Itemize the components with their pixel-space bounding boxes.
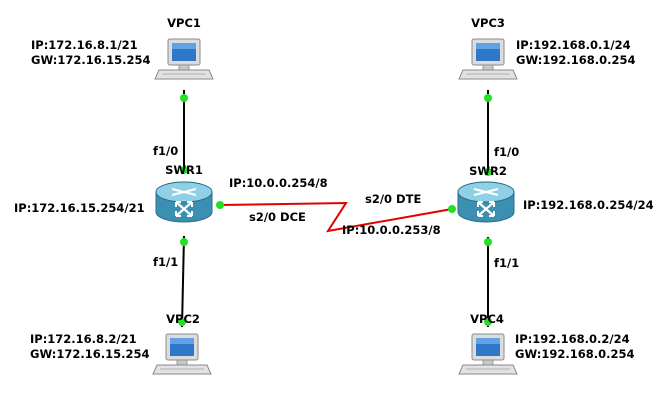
port-dot-swr2-f1-0: [484, 168, 492, 176]
port-dot-swr2-s2-0: [448, 205, 456, 213]
vpc4-ip-label: IP:192.168.0.2/24: [515, 332, 630, 346]
vpc1-name-label: VPC1: [167, 16, 201, 30]
link-swr1-vpc2: [181, 235, 185, 328]
vpc1-gw-label: GW:172.16.15.254: [31, 53, 151, 67]
port-dot-vpc3: [484, 94, 492, 102]
port-dot-swr1-f1-1: [180, 238, 188, 246]
vpc2-name-label: VPC2: [166, 312, 200, 326]
swr2-ip-label: IP:192.168.0.254/24: [523, 198, 654, 212]
vpc2-computer-icon[interactable]: [152, 333, 212, 375]
serial-swr1-port-label: s2/0 DCE: [249, 210, 306, 224]
serial-swr2-ip-label: IP:10.0.0.253/8: [342, 223, 441, 237]
swr1-f1-0-label: f1/0: [153, 144, 178, 158]
port-dot-vpc4: [484, 318, 492, 326]
vpc3-ip-label: IP:192.168.0.1/24: [516, 38, 631, 52]
vpc1-computer-icon[interactable]: [154, 38, 214, 80]
vpc4-name-label: VPC4: [470, 312, 504, 326]
serial-link: [219, 201, 453, 233]
port-dot-swr1-s2-0: [216, 201, 224, 209]
serial-swr2-port-label: s2/0 DTE: [365, 192, 421, 206]
swr1-name-label: SWR1: [165, 163, 203, 177]
vpc4-gw-label: GW:192.168.0.254: [515, 347, 635, 361]
vpc1-ip-label: IP:172.16.8.1/21: [31, 38, 138, 52]
vpc4-computer-icon[interactable]: [458, 333, 518, 375]
serial-swr1-ip-label: IP:10.0.0.254/8: [229, 176, 328, 190]
swr2-f1-0-label: f1/0: [494, 145, 519, 159]
swr2-name-label: SWR2: [469, 164, 507, 178]
vpc3-computer-icon[interactable]: [458, 38, 518, 80]
swr1-ip-label: IP:172.16.15.254/21: [14, 201, 145, 215]
port-dot-swr1-f1-0: [180, 166, 188, 174]
vpc3-name-label: VPC3: [471, 16, 505, 30]
swr1-f1-1-label: f1/1: [153, 255, 178, 269]
vpc2-ip-label: IP:172.16.8.2/21: [30, 332, 137, 346]
port-dot-swr2-f1-1: [484, 238, 492, 246]
port-dot-vpc1: [180, 94, 188, 102]
swr2-router-switch-icon[interactable]: [456, 180, 516, 224]
vpc3-gw-label: GW:192.168.0.254: [516, 53, 636, 67]
vpc2-gw-label: GW:172.16.15.254: [30, 347, 150, 361]
port-dot-vpc2: [178, 318, 186, 326]
swr1-router-switch-icon[interactable]: [154, 180, 214, 224]
swr2-f1-1-label: f1/1: [494, 256, 519, 270]
